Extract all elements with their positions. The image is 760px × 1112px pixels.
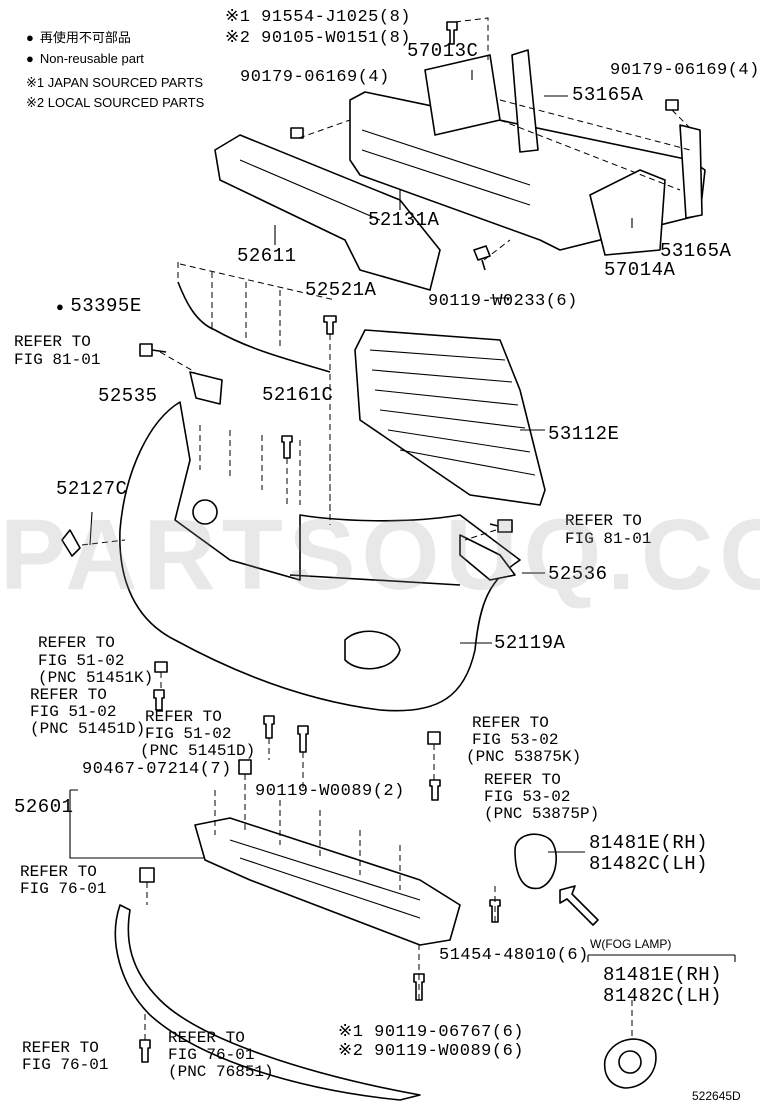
piece-52535-shape — [189, 371, 223, 405]
part-label-52119a[interactable]: 52119A — [494, 632, 566, 654]
legend-non-reusable-jp: 再使用不可部品 — [26, 31, 131, 44]
piece-52127c-shape — [61, 529, 81, 557]
retainer-strip-shape — [177, 281, 331, 373]
part-label-53112e[interactable]: 53112E — [548, 423, 620, 445]
fastener-icons — [139, 21, 679, 1063]
diagram-id: 522645D — [692, 1089, 741, 1103]
part-label-90119-w0089-6[interactable]: ※2 90119-W0089(6) — [338, 1042, 524, 1061]
part-label-81481e-b[interactable]: 81481E(RH) — [603, 964, 723, 986]
legend-non-reusable-en: Non-reusable part — [26, 52, 144, 65]
part-label-91554[interactable]: ※1 91554-J1025(8) — [225, 8, 411, 27]
refer-fig-51-02-k-line1[interactable]: REFER TO — [38, 634, 115, 652]
part-label-52127c[interactable]: 52127C — [56, 478, 128, 500]
refer-fig-53-02-p-line3[interactable]: (PNC 53875P) — [484, 805, 600, 823]
bracket-57014a-shape — [589, 169, 666, 256]
part-label-52521a[interactable]: 52521A — [305, 279, 377, 301]
refer-fig-51-02-k-line3[interactable]: (PNC 51451K) — [38, 669, 154, 687]
refer-fig-81-01-a-line1[interactable]: REFER TO — [14, 333, 91, 351]
part-label-52601[interactable]: 52601 — [14, 796, 74, 818]
refer-fig-76-01-a-line1[interactable]: REFER TO — [20, 863, 97, 881]
refer-fig-51-02-d2-line3[interactable]: (PNC 51451D) — [140, 742, 256, 760]
part-label-90119-w0233[interactable]: 90119-W0233(6) — [428, 292, 578, 311]
bracket-57013c-shape — [424, 54, 501, 136]
legend-note-local: ※2 LOCAL SOURCED PARTS — [26, 95, 205, 110]
part-label-90105[interactable]: ※2 90105-W0151(8) — [225, 29, 411, 48]
piece-52536-shape — [459, 534, 516, 581]
refer-fig-51-02-d2-line1[interactable]: REFER TO — [145, 708, 222, 726]
part-label-81482c-b[interactable]: 81482C(LH) — [603, 985, 723, 1007]
refer-fig-81-01-b-line1[interactable]: REFER TO — [565, 512, 642, 530]
support-53165a-bottom-shape — [679, 124, 703, 219]
refer-fig-53-02-k-line1[interactable]: REFER TO — [472, 714, 549, 732]
fog-arrow-shape — [559, 885, 599, 926]
refer-fig-76-01-b-line1[interactable]: REFER TO — [22, 1039, 99, 1057]
part-label-52611[interactable]: 52611 — [237, 245, 297, 267]
part-label-81481e-a[interactable]: 81481E(RH) — [589, 832, 709, 854]
refer-fig-76-01-a-line2[interactable]: FIG 76-01 — [20, 880, 107, 898]
refer-fig-76-01-c-line3[interactable]: (PNC 76851) — [168, 1063, 274, 1081]
support-53165a-top-shape — [511, 49, 539, 153]
refer-fig-81-01-b-line2[interactable]: FIG 81-01 — [565, 530, 652, 548]
fog-lamp-label: W(FOG LAMP) — [590, 937, 672, 951]
fog-cover-b-shape — [603, 1038, 657, 1089]
part-label-53165a-top[interactable]: 53165A — [572, 84, 644, 106]
refer-fig-53-02-k-line2[interactable]: FIG 53-02 — [472, 731, 559, 749]
grille-shape — [354, 329, 546, 506]
part-label-52535[interactable]: 52535 — [98, 385, 158, 407]
bumper-cover-shape — [119, 401, 521, 712]
part-label-90119-w0089-2[interactable]: 90119-W0089(2) — [255, 782, 405, 801]
refer-fig-51-02-k-line2[interactable]: FIG 51-02 — [38, 652, 125, 670]
refer-fig-81-01-a-line2[interactable]: FIG 81-01 — [14, 351, 101, 369]
refer-fig-76-01-b-line2[interactable]: FIG 76-01 — [22, 1056, 109, 1074]
legend-note-japan: ※1 JAPAN SOURCED PARTS — [26, 75, 204, 90]
refer-fig-76-01-c-line1[interactable]: REFER TO — [168, 1029, 245, 1047]
part-label-90179-right[interactable]: 90179-06169(4) — [610, 61, 760, 80]
part-label-51454[interactable]: 51454-48010(6) — [439, 946, 589, 965]
refer-fig-53-02-p-line2[interactable]: FIG 53-02 — [484, 788, 571, 806]
refer-fig-51-02-d1-line2[interactable]: FIG 51-02 — [30, 703, 117, 721]
refer-fig-53-02-k-line3[interactable]: (PNC 53875K) — [466, 748, 582, 766]
refer-fig-53-02-p-line1[interactable]: REFER TO — [484, 771, 561, 789]
refer-fig-51-02-d1-line3[interactable]: (PNC 51451D) — [30, 720, 146, 738]
part-label-52536[interactable]: 52536 — [548, 563, 608, 585]
part-label-53165a-bottom[interactable]: 53165A — [660, 240, 732, 262]
part-label-90179-left[interactable]: 90179-06169(4) — [240, 68, 390, 87]
refer-fig-76-01-c-line2[interactable]: FIG 76-01 — [168, 1046, 255, 1064]
fog-cover-a-shape — [514, 833, 557, 890]
under-cover-shape — [194, 817, 461, 946]
part-label-52131a[interactable]: 52131A — [368, 209, 440, 231]
refer-fig-51-02-d1-line1[interactable]: REFER TO — [30, 686, 107, 704]
part-label-52161c[interactable]: 52161C — [262, 384, 334, 406]
part-label-53395e[interactable]: 53395E — [56, 297, 142, 316]
lower-spoiler-shape — [114, 904, 421, 1101]
part-label-81482c-a[interactable]: 81482C(LH) — [589, 853, 709, 875]
refer-fig-51-02-d2-line2[interactable]: FIG 51-02 — [145, 725, 232, 743]
part-label-90119-06767[interactable]: ※1 90119-06767(6) — [338, 1023, 524, 1042]
part-label-90467[interactable]: 90467-07214(7) — [82, 760, 232, 779]
part-label-57014a[interactable]: 57014A — [604, 259, 676, 281]
part-label-57013c[interactable]: 57013C — [407, 40, 479, 62]
